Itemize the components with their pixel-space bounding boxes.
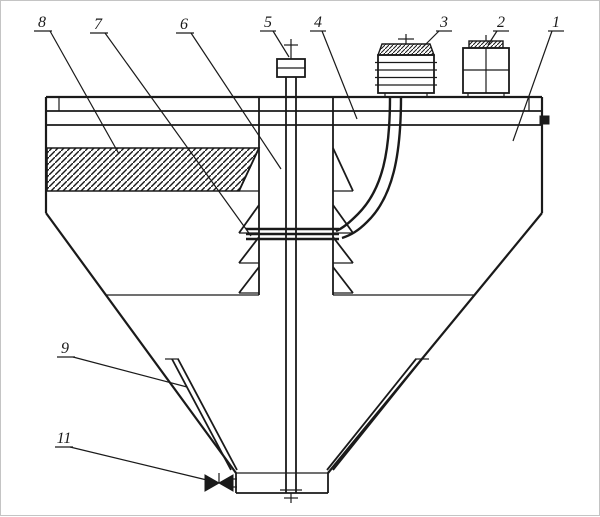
feed-pipe: [335, 96, 403, 240]
skirt-right: [332, 147, 354, 192]
left-cone-wall: [45, 212, 237, 474]
control-box-cap: [468, 40, 504, 49]
callout-1-label: 1: [552, 14, 560, 31]
shaft-motor: [276, 39, 306, 78]
callout-6-label: 6: [180, 16, 188, 33]
callout-2: 2: [487, 14, 509, 46]
callout-5-label: 5: [264, 14, 272, 31]
callout-9: 9: [57, 340, 188, 388]
feedwell-column: [238, 97, 354, 295]
callout-5: 5: [260, 14, 290, 58]
callout-9-label: 9: [61, 340, 69, 357]
cone-baffle-1-left: [238, 204, 260, 234]
callout-7-label: 7: [94, 16, 103, 33]
tank-body: [44, 97, 544, 494]
callout-11-label: 11: [57, 430, 72, 447]
lamella-plate-pack: [46, 147, 261, 192]
inner-cone-liner: [165, 358, 429, 471]
drive-shaft: [280, 77, 302, 503]
drive-assembly: [375, 34, 437, 97]
callout-2-label: 2: [497, 14, 505, 31]
callout-4-label: 4: [314, 14, 322, 31]
callout-3-label: 3: [439, 14, 448, 31]
feed-distributor: [246, 227, 339, 241]
callout-4: 4: [310, 14, 358, 120]
cone-baffle-3-left: [238, 266, 260, 294]
callout-11: 11: [55, 430, 212, 482]
cone-baffle-2-left: [238, 236, 260, 264]
right-cone-wall: [327, 212, 543, 474]
cone-baffle-3-right: [332, 266, 354, 294]
tank-rim: [46, 95, 550, 126]
cone-baffle-1-right: [332, 204, 354, 234]
callout-8-label: 8: [38, 14, 46, 31]
overflow-outlet: [539, 115, 550, 125]
callout-1: 1: [512, 14, 564, 142]
callout-3: 3: [421, 14, 452, 49]
drive-coupling: [377, 43, 435, 56]
cone-baffle-2-right: [332, 236, 354, 264]
callout-6: 6: [176, 16, 282, 170]
callout-7: 7: [90, 16, 252, 237]
drain-valve: [204, 473, 237, 492]
skirt-left: [238, 147, 260, 192]
callout-8: 8: [34, 14, 120, 155]
control-box: [462, 35, 510, 97]
